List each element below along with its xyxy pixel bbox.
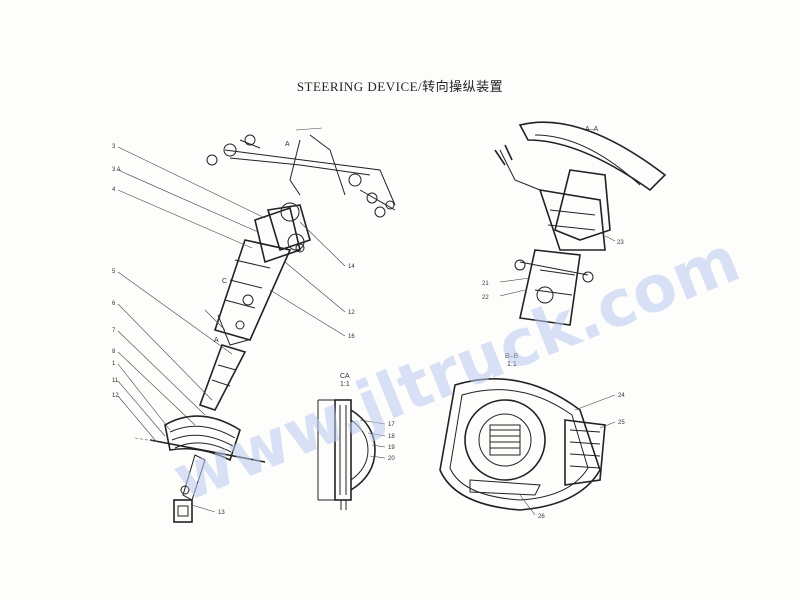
callout-label: 1 (112, 361, 116, 367)
section-title: CA (340, 373, 350, 380)
steering-column-assembly (134, 127, 396, 523)
section-mark: C (222, 278, 227, 285)
callout-label: 7 (112, 328, 116, 334)
callout-label: 4 (112, 187, 116, 193)
callout-label: 22 (482, 295, 489, 301)
callout-label: 20 (388, 456, 395, 462)
steering-wheel-section-aa (494, 121, 667, 326)
callout-label: 16 (348, 334, 355, 340)
callout-label: 23 (617, 240, 624, 246)
section-ca-detail (317, 399, 386, 510)
section-mark: A (214, 337, 219, 344)
callout-label: 3 A (112, 167, 121, 173)
watermark: www.jltruck.com (163, 223, 749, 517)
leader-lines-left (117, 146, 346, 513)
callout-label: 24 (618, 393, 625, 399)
callout-label: 19 (388, 445, 395, 451)
page-title: STEERING DEVICE/转向操纵装置 (296, 79, 504, 94)
section-scale: 1:1 (340, 381, 350, 388)
callout-label: 12 (112, 393, 119, 399)
callout-label: 11 (112, 378, 119, 384)
section-title: A–A (585, 126, 599, 133)
callout-label: 18 (388, 434, 395, 440)
callout-label: 12 (348, 310, 355, 316)
watermark-text: www.jltruck.com (163, 223, 749, 517)
callout-label: 13 (218, 510, 225, 516)
callout-label: 17 (388, 422, 395, 428)
callout-label: 26 (538, 514, 545, 520)
callout-label: 8 (112, 349, 116, 355)
callout-label: 5 (112, 269, 116, 275)
section-title: B–B (505, 353, 519, 360)
section-mark: A (285, 141, 290, 148)
callout-label: 6 (112, 301, 116, 307)
callout-label: 14 (348, 264, 355, 270)
section-scale: 1:1 (507, 361, 517, 368)
callout-label: 25 (618, 420, 625, 426)
callout-label: 21 (482, 281, 489, 287)
callout-label: 3 (112, 144, 116, 150)
section-bb-view (439, 378, 606, 511)
